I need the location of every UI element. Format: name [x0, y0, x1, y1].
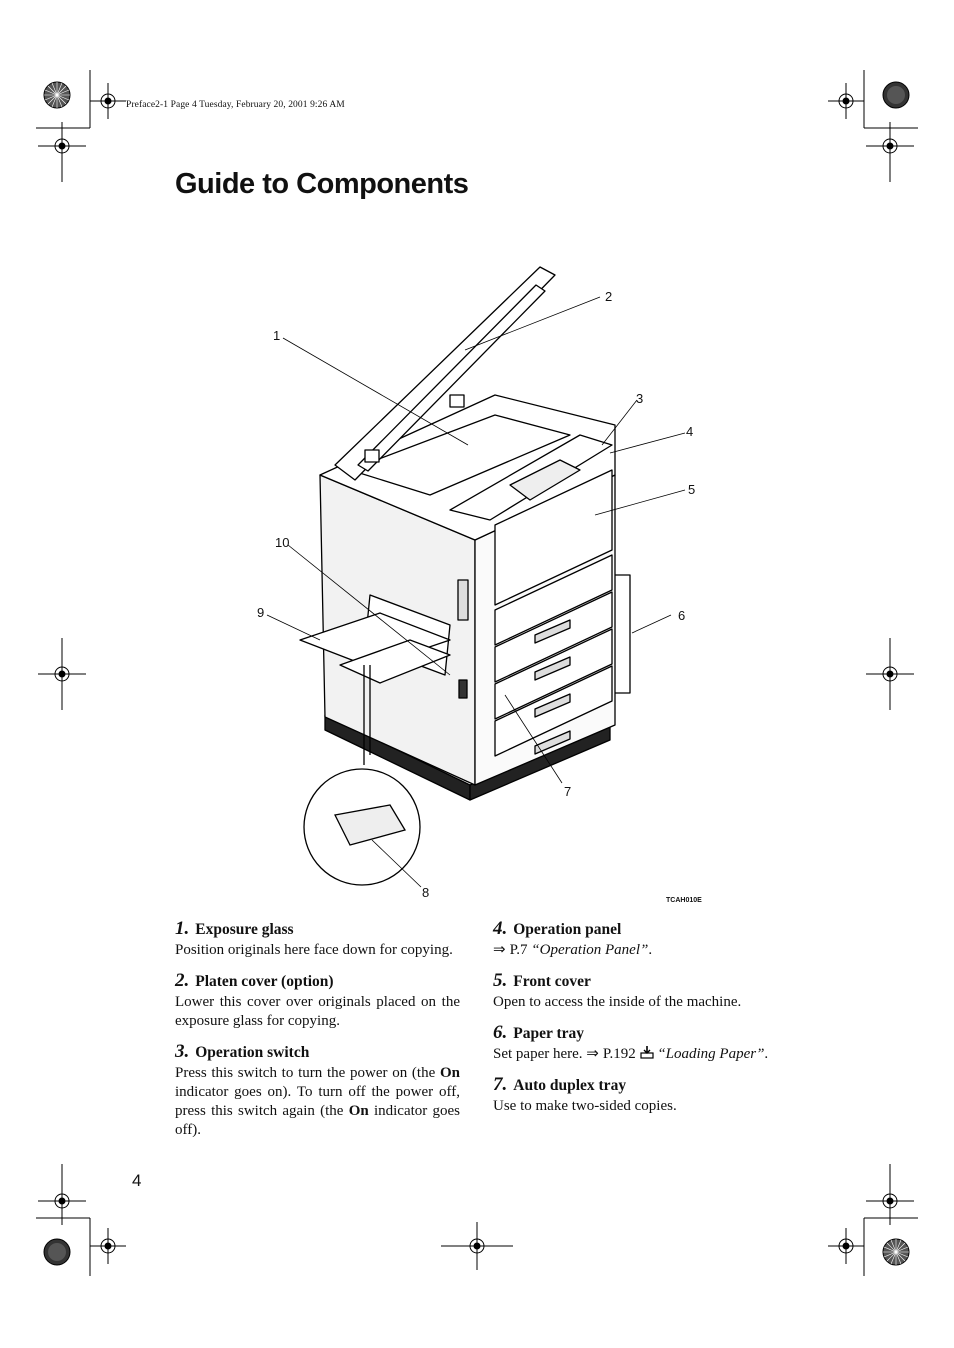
item-description: Open to access the inside of the machine… — [493, 994, 742, 1010]
paper-tray-icon — [639, 1046, 654, 1059]
callout-6: 6 — [678, 608, 686, 623]
item-number: 3. — [175, 1041, 190, 1062]
page-title: Guide to Components — [175, 168, 469, 200]
copier-illustration — [266, 266, 686, 888]
callout-2: 2 — [605, 289, 613, 304]
item-description: Set paper here. ⇒P.192 “Loading Paper”. — [493, 1046, 769, 1062]
reference-title[interactable]: “Operation Panel” — [531, 942, 649, 958]
figure-code: TCAH010E — [666, 897, 702, 904]
item-name: Auto duplex tray — [513, 1077, 627, 1094]
callout-8: 8 — [422, 885, 430, 900]
item-name: Paper tray — [513, 1025, 584, 1042]
item-name: Operation switch — [195, 1044, 310, 1061]
component-item-2: 2. Platen cover (option) Lower this cover… — [175, 970, 460, 1031]
component-item-7: 7. Auto duplex tray Use to make two-sided… — [493, 1074, 781, 1116]
item-name: Exposure glass — [195, 921, 294, 938]
item-description: ⇒P.7 “Operation Panel”. — [493, 942, 653, 958]
components-left-column: 1. Exposure glass Position originals here… — [175, 918, 460, 1150]
item-number: 7. — [493, 1074, 508, 1095]
callout-10: 10 — [275, 535, 290, 550]
component-item-5: 5. Front cover Open to access the inside … — [493, 970, 781, 1012]
item-number: 4. — [493, 918, 508, 939]
reference-title[interactable]: “Loading Paper” — [657, 1046, 765, 1062]
item-name: Front cover — [513, 973, 591, 990]
callout-4: 4 — [686, 424, 694, 439]
item-description: Press this switch to turn the power on (… — [175, 1065, 460, 1138]
item-name: Platen cover (option) — [195, 973, 334, 990]
crosshair-targets — [38, 83, 914, 1270]
component-item-4: 4. Operation panel ⇒P.7 “Operation Panel”… — [493, 918, 781, 960]
item-name: Operation panel — [513, 921, 622, 938]
item-number: 6. — [493, 1022, 508, 1043]
reference-arrow-icon: ⇒ — [493, 942, 506, 958]
item-number: 2. — [175, 970, 190, 991]
item-description: Lower this cover over originals placed o… — [175, 994, 460, 1029]
components-right-column: 4.Operation panel ⇒P.7 “Operation Panel”… — [493, 918, 781, 1126]
item-description: Position originals here face down for co… — [175, 942, 453, 958]
component-item-1: 1. Exposure glass Position originals here… — [175, 918, 460, 960]
component-item-6: 6. Paper tray Set paper here. ⇒P.192 “Loa… — [493, 1022, 781, 1064]
callout-1: 1 — [273, 328, 281, 343]
print-info-header: Preface2-1 Page 4 Tuesday, February 20, … — [126, 100, 345, 110]
callout-7: 7 — [564, 784, 572, 799]
reference-arrow-icon: ⇒ — [586, 1046, 599, 1062]
callout-9: 9 — [257, 605, 265, 620]
starburst-marks — [43, 81, 910, 1266]
page-number: 4 — [132, 1171, 142, 1190]
component-item-3: 3. Operation switch Press this switch to … — [175, 1041, 460, 1140]
reference-page[interactable]: P.192 — [602, 1046, 636, 1062]
callout-5: 5 — [688, 482, 696, 497]
item-number: 5. — [493, 970, 508, 991]
item-number: 1. — [175, 918, 190, 939]
item-description: Use to make two-sided copies. — [493, 1098, 677, 1114]
reference-page[interactable]: P.7 — [509, 942, 528, 958]
callout-3: 3 — [636, 391, 644, 406]
